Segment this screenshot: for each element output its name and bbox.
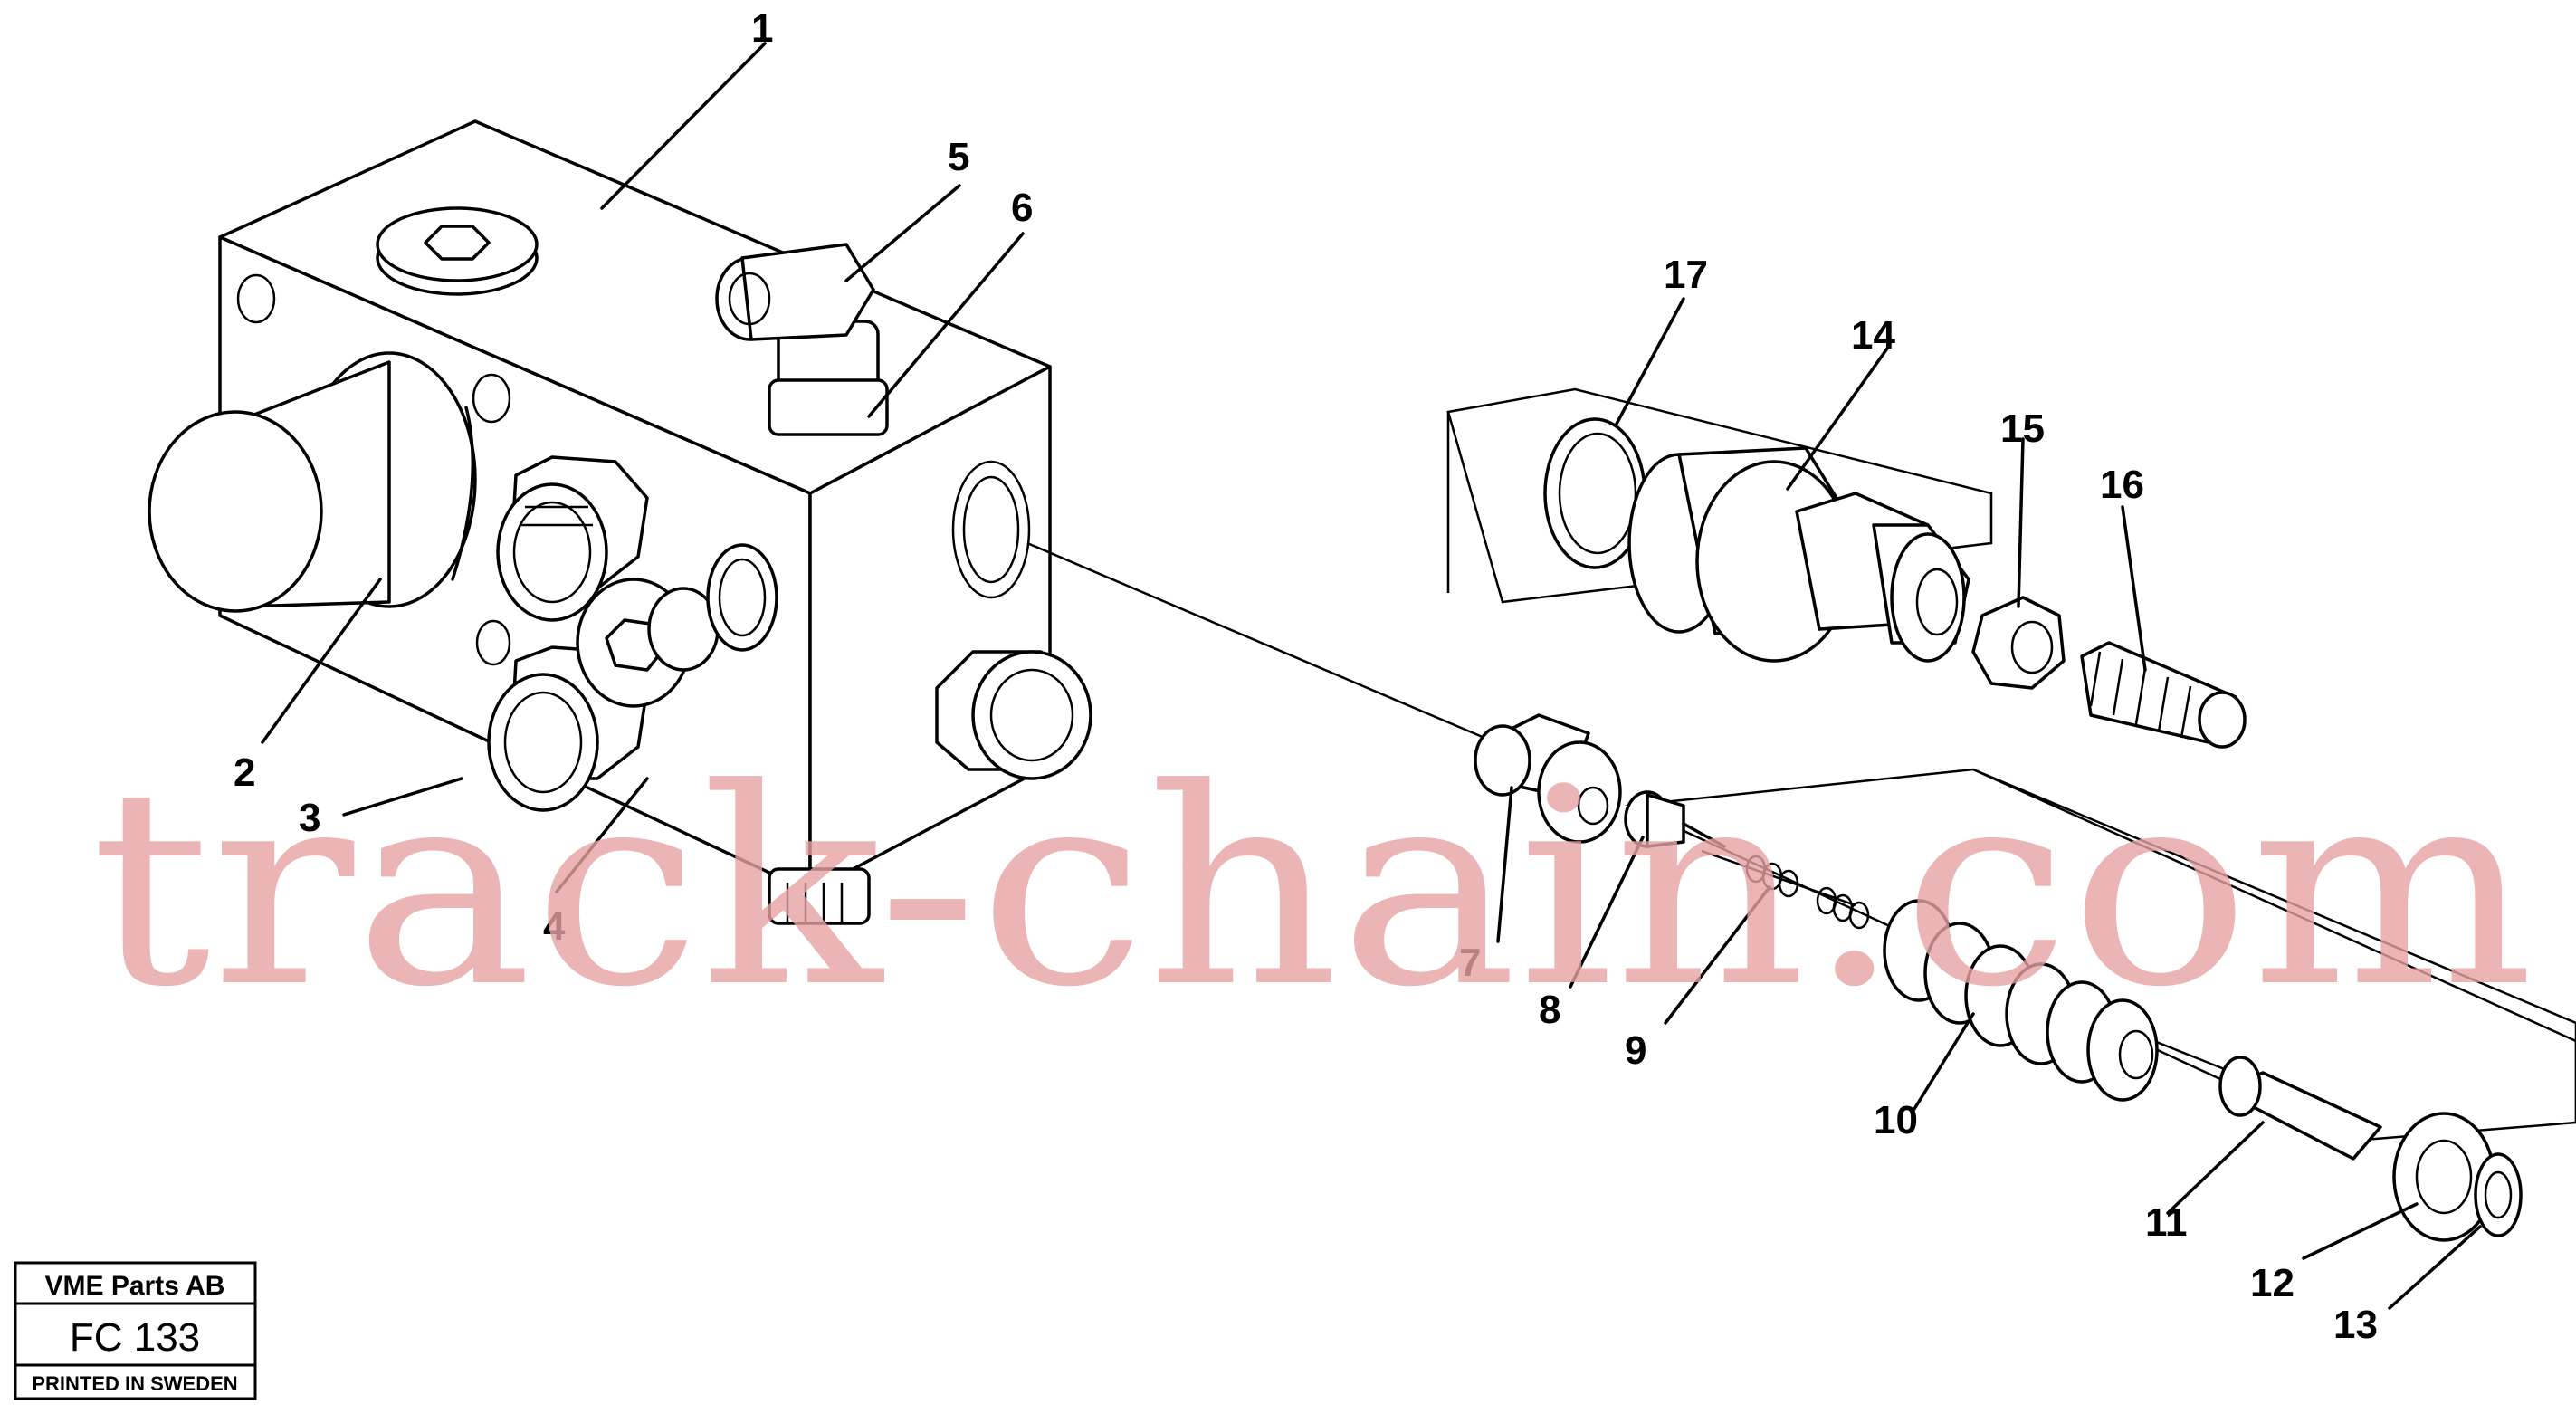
callout-3: 3 — [299, 796, 320, 840]
callout-numbers: 1 2 3 4 5 6 7 8 9 10 11 12 13 14 15 16 1… — [234, 6, 2378, 1347]
callout-2: 2 — [234, 750, 255, 795]
callout-11: 11 — [2145, 1200, 2188, 1245]
part-9-springs — [1745, 855, 1870, 930]
part-12-13-cap — [2392, 1112, 2523, 1242]
part-3-fittings — [487, 455, 778, 812]
title-block-company: VME Parts AB — [45, 1271, 225, 1301]
part-11-pin — [2218, 1056, 2382, 1161]
callout-17: 17 — [1664, 253, 1708, 297]
watermark: track-chain.com — [91, 731, 2534, 1046]
title-block: VME Parts AB FC 133 PRINTED IN SWEDEN — [14, 1261, 257, 1400]
title-block-code: FC 133 — [70, 1315, 200, 1360]
title-block-footer: PRINTED IN SWEDEN — [32, 1372, 237, 1395]
part-7-sleeve — [1474, 713, 1622, 844]
callout-6: 6 — [1011, 186, 1033, 230]
upper-panel — [1446, 387, 1993, 604]
part-2-cap — [148, 351, 477, 613]
explode-axis — [1026, 541, 1485, 740]
part-16-stud — [2080, 641, 2247, 749]
part-14-adapter — [1627, 446, 1970, 663]
callout-10: 10 — [1874, 1098, 1918, 1142]
callout-4: 4 — [543, 904, 566, 949]
callout-9: 9 — [1625, 1028, 1646, 1073]
part-15-nut — [1971, 596, 2066, 690]
callout-15: 15 — [2000, 406, 2045, 451]
part-8-piston — [1624, 790, 1726, 848]
part-4-fitting — [935, 650, 1092, 780]
callout-1: 1 — [751, 6, 773, 51]
callout-12: 12 — [2250, 1261, 2295, 1305]
leader-lines — [261, 42, 2482, 1310]
callout-13: 13 — [2333, 1303, 2378, 1347]
callout-8: 8 — [1539, 988, 1560, 1032]
part-10-spring — [1883, 899, 2159, 1102]
callout-7: 7 — [1459, 941, 1481, 985]
part-5-6-elbow — [715, 243, 889, 436]
callout-5: 5 — [948, 135, 969, 179]
callout-14: 14 — [1851, 313, 1895, 358]
callout-16: 16 — [2100, 463, 2144, 507]
